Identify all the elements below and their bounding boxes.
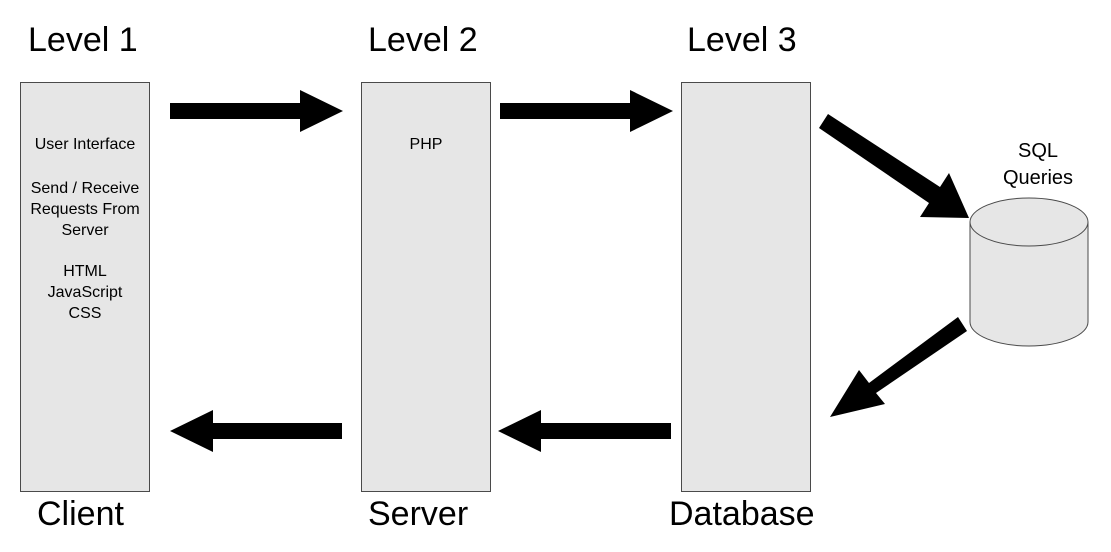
server-caption: Server — [368, 495, 469, 533]
client-tech-block: HTML JavaScript CSS — [21, 261, 149, 324]
client-caption: Client — [37, 495, 124, 533]
client-tech-line-2: JavaScript — [47, 284, 123, 301]
arrow-client-to-server — [170, 90, 343, 132]
database-caption: Database — [669, 495, 815, 533]
client-requests-line-2: Requests From — [30, 201, 140, 218]
arrow-server-to-database — [500, 90, 673, 132]
level-3-title: Level 3 — [687, 21, 797, 59]
database-tier-box — [681, 82, 811, 492]
client-requests-block: Send / Receive Requests From Server — [21, 178, 149, 241]
sql-queries-line-1: SQL — [1017, 140, 1059, 162]
level-1-title: Level 1 — [28, 21, 138, 59]
client-ui-block: User Interface — [21, 134, 149, 155]
level-2-title: Level 2 — [368, 21, 478, 59]
arrow-database-to-queries — [819, 114, 969, 218]
database-cylinder-icon — [969, 197, 1089, 347]
sql-queries-label: SQL Queries — [988, 138, 1088, 192]
client-ui-line: User Interface — [34, 136, 136, 153]
client-tech-line-3: CSS — [68, 305, 102, 322]
client-tier-box: User Interface Send / Receive Requests F… — [20, 82, 150, 492]
arrow-database-to-server — [498, 410, 671, 452]
server-php-line: PHP — [409, 136, 443, 153]
arrow-queries-to-database — [830, 317, 967, 417]
sql-queries-line-2: Queries — [1002, 167, 1074, 189]
server-php-block: PHP — [362, 134, 490, 155]
client-requests-line-1: Send / Receive — [30, 180, 140, 197]
server-tier-box: PHP — [361, 82, 491, 492]
client-requests-line-3: Server — [61, 222, 109, 239]
arrow-server-to-client — [170, 410, 342, 452]
client-tech-line-1: HTML — [63, 263, 107, 280]
